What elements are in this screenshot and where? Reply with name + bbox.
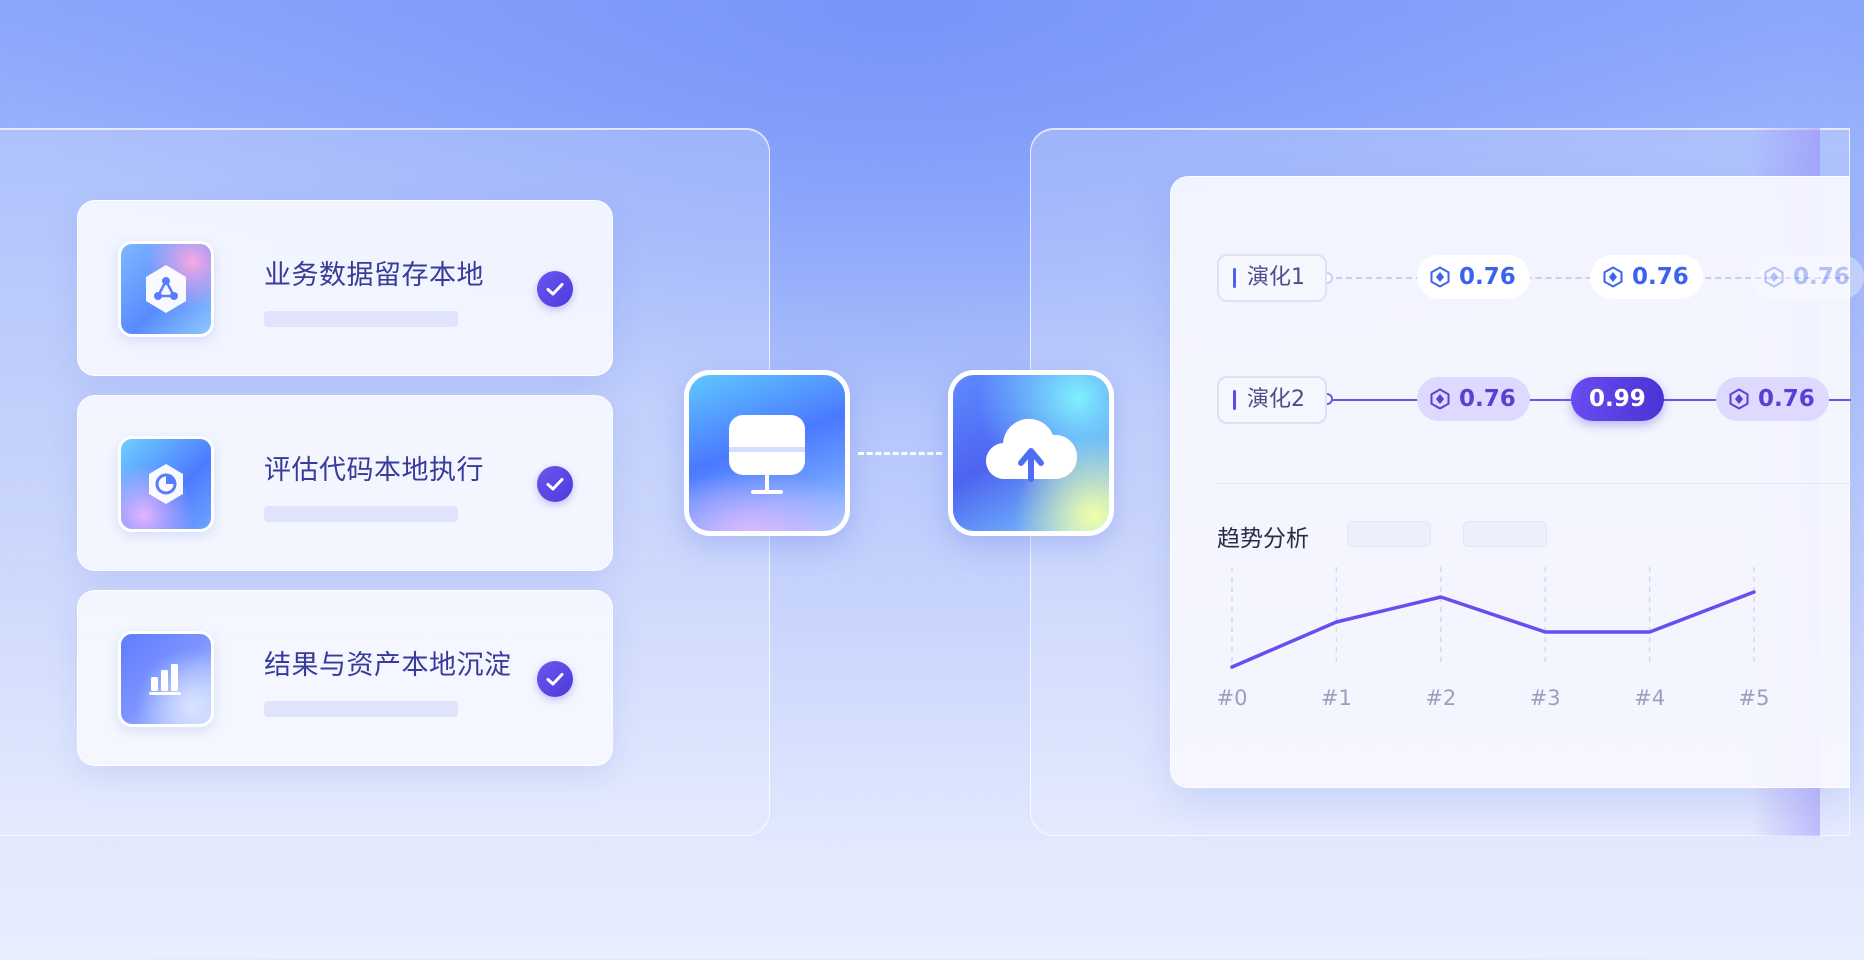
task-placeholder-bar [264,701,458,717]
check-icon [537,271,573,307]
evolution-label-1[interactable]: 演化1 [1217,254,1327,302]
hexagon-chart-icon [118,436,214,532]
evolution-link-1 [1326,277,1851,279]
bar-chart-icon [118,631,214,727]
x-tick-label: #0 [1217,686,1248,710]
score-pill-highlight[interactable]: 0.99 [1571,377,1664,421]
score-value: 0.76 [1793,264,1850,290]
task-title: 业务数据留存本地 [264,260,484,291]
score-pill[interactable]: 0.76 [1751,255,1864,299]
task-card-data-retention[interactable]: 业务数据留存本地 [77,200,613,376]
score-value: 0.99 [1589,386,1646,412]
dashed-connector [858,452,942,455]
evolution-label-2[interactable]: 演化2 [1217,376,1327,424]
hexagon-network-icon [118,241,214,337]
task-title: 结果与资产本地沉淀 [264,650,512,681]
task-placeholder-bar [264,506,458,522]
score-pill[interactable]: 0.76 [1417,255,1530,299]
score-value: 0.76 [1459,386,1516,412]
score-pill[interactable]: 0.76 [1417,377,1530,421]
x-tick-label: #4 [1634,686,1665,710]
x-tick-label: #5 [1739,686,1770,710]
task-placeholder-bar [264,311,458,327]
score-value: 0.76 [1758,386,1815,412]
cloud-upload-icon[interactable] [948,370,1114,536]
trend-title: 趋势分析 [1217,526,1309,552]
task-card-asset-storage[interactable]: 结果与资产本地沉淀 [77,590,613,766]
x-tick-label: #2 [1425,686,1456,710]
task-title: 评估代码本地执行 [264,455,484,486]
task-card-code-execution[interactable]: 评估代码本地执行 [77,395,613,571]
score-pill[interactable]: 0.76 [1590,255,1703,299]
evolution-dashboard: 演化1 0.76 0.76 0.76 演化2 0.76 0.99 0.76 趋势… [1170,176,1864,788]
score-pill[interactable]: 0.76 [1716,377,1829,421]
trend-series-line [1230,590,1756,669]
check-icon [537,466,573,502]
check-icon [537,661,573,697]
trend-filter-chip[interactable] [1463,521,1547,547]
score-value: 0.76 [1632,264,1689,290]
score-value: 0.76 [1459,264,1516,290]
trend-filter-chip[interactable] [1347,521,1431,547]
x-tick-label: #3 [1530,686,1561,710]
divider [1217,483,1851,484]
x-tick-label: #1 [1321,686,1352,710]
trend-line-chart: #0 #1 #2 #3 #4 #5 [1217,567,1770,710]
monitor-icon[interactable] [684,370,850,536]
